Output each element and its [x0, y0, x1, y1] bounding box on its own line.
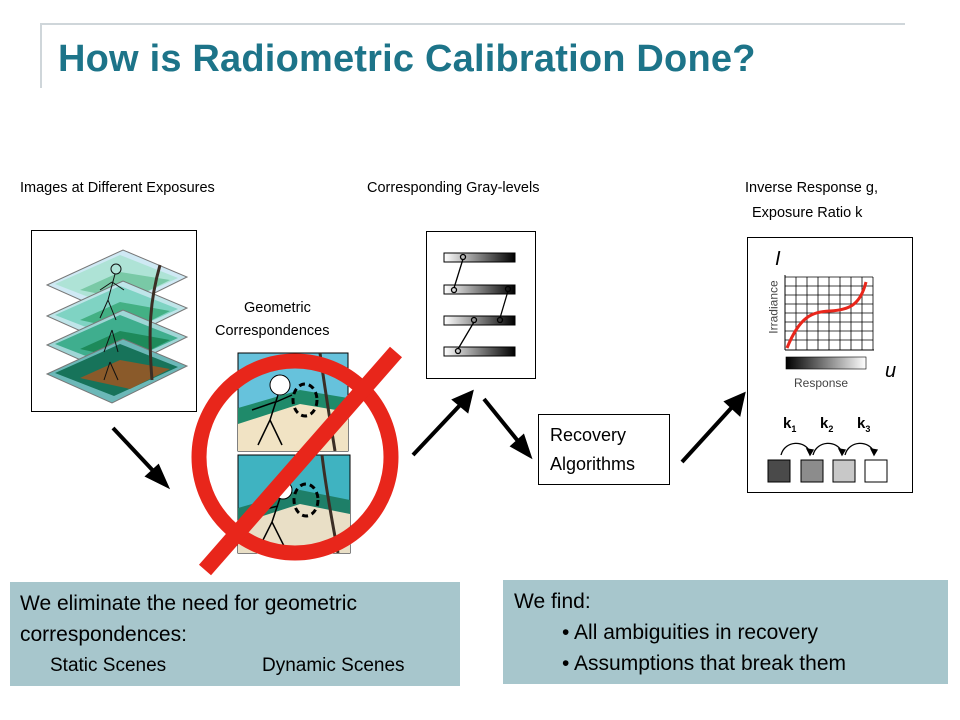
exposure-ratio-caption-text: Exposure Ratio k [752, 205, 863, 221]
inverse-response-plot [767, 275, 888, 483]
findings-heading: We find: [514, 590, 591, 613]
page-title: How is Radiometric Calibration Done? [58, 38, 756, 80]
swatch-4 [864, 459, 888, 483]
recovery-algorithms-box [538, 414, 670, 485]
k3-label: k3 [857, 415, 871, 434]
findings-bullet-2: • Assumptions that break them [562, 652, 846, 675]
swatch-2 [800, 459, 824, 483]
y-axis-label: Irradiance [766, 280, 781, 334]
gray-levels-caption: Corresponding Gray-levels [367, 180, 540, 196]
geometric-caption-1: Geometric [244, 300, 311, 316]
elimination-line-1: We eliminate the need for geometric [20, 592, 357, 615]
inverse-response-caption: Inverse Response g, [745, 180, 878, 196]
gray-level-bars [443, 252, 516, 357]
title-rule-left [40, 23, 42, 88]
prohibition-sign [191, 346, 403, 576]
exposure-image-4 [45, 338, 189, 404]
static-scenes-label: Static Scenes [50, 655, 167, 676]
dynamic-scenes-label: Dynamic Scenes [262, 655, 405, 676]
swatch-1 [767, 459, 791, 483]
ratio-arcs [780, 442, 879, 457]
x-axis-letter: u [885, 360, 897, 382]
recovery-line-2: Algorithms [550, 454, 636, 474]
exposure-swatches [767, 459, 888, 483]
k2-label: k2 [820, 415, 834, 434]
y-axis-letter: I [775, 248, 781, 270]
k1-label: k1 [783, 415, 797, 434]
exposure-stack [45, 249, 189, 404]
elimination-panel [10, 582, 460, 686]
correspondence-frame-bottom [237, 454, 351, 554]
images-caption: Images at Different Exposures [20, 180, 215, 196]
findings-panel [503, 580, 948, 684]
geometric-caption-2: Correspondences [215, 323, 330, 339]
findings-bullet-1: • All ambiguities in recovery [562, 621, 818, 644]
flow-arrows [111, 389, 746, 490]
x-axis-label: Response [794, 376, 849, 390]
swatch-3 [832, 459, 856, 483]
title-rule-top [40, 23, 905, 25]
recovery-line-1: Recovery [550, 425, 627, 445]
elimination-line-2: correspondences: [20, 623, 187, 646]
